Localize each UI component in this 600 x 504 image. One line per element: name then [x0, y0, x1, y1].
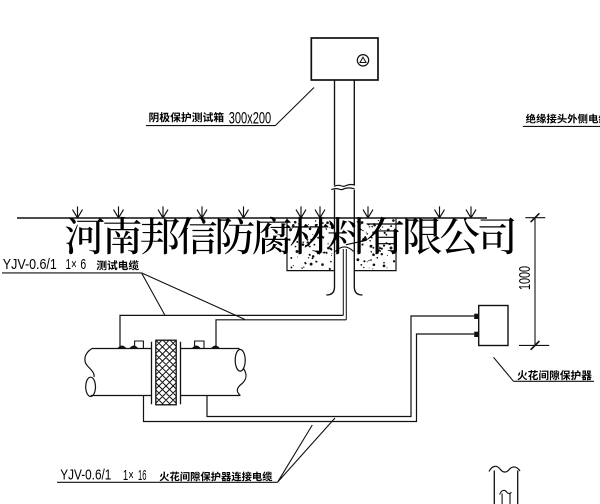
svg-text:6: 6	[80, 256, 86, 273]
svg-text:1×: 1×	[66, 256, 77, 273]
svg-text:YJV-0.6/1: YJV-0.6/1	[60, 467, 111, 484]
svg-text:YJV-0.6/1: YJV-0.6/1	[3, 256, 57, 273]
svg-text:1000: 1000	[517, 266, 534, 290]
svg-text:1×: 1×	[123, 467, 134, 484]
svg-text:300x200: 300x200	[229, 109, 272, 128]
svg-text:16: 16	[138, 467, 147, 484]
